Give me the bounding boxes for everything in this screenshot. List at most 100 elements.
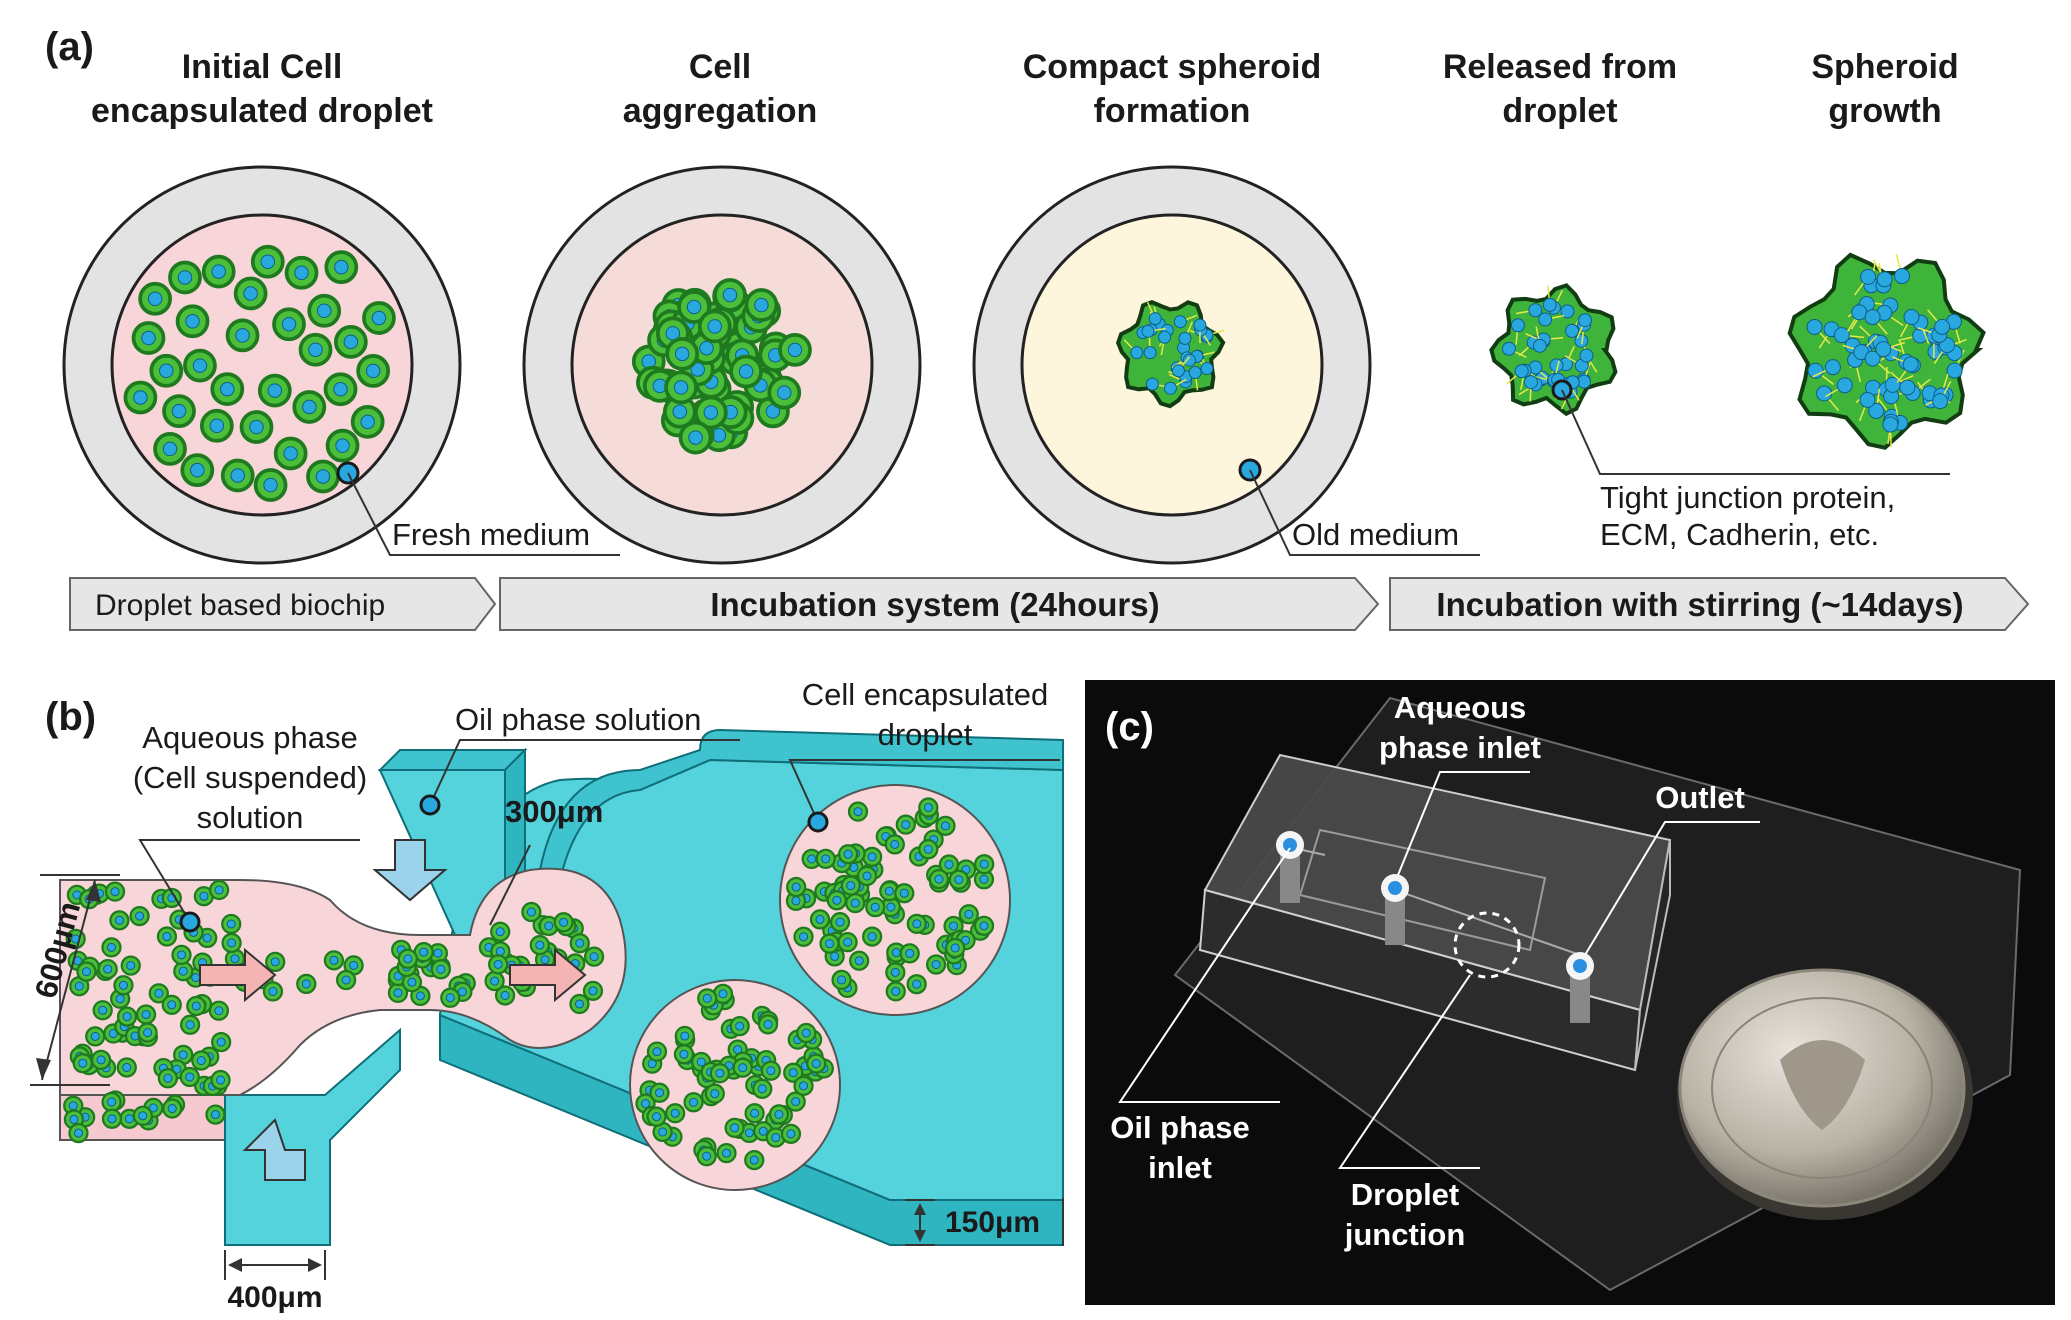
cell-nucleus: [1833, 327, 1850, 344]
cell-nucleus: [1946, 362, 1963, 379]
cell-nucleus: [696, 1057, 706, 1067]
cell-nucleus: [214, 885, 224, 895]
cell-nucleus: [267, 383, 283, 398]
cell-nucleus: [670, 1108, 680, 1118]
dim-depth: 150μm: [905, 1198, 1064, 1246]
cell-nucleus: [544, 921, 554, 931]
cell-nucleus: [763, 1019, 773, 1029]
dim-neck-label: 300μm: [505, 794, 603, 829]
cell-nucleus: [360, 414, 375, 430]
cell-nucleus: [176, 950, 187, 960]
cell-nucleus: [1868, 402, 1885, 419]
cell-nucleus: [750, 1108, 760, 1118]
fresh-medium-label: Fresh medium: [392, 517, 590, 552]
cell-nucleus: [798, 932, 809, 942]
cell-nucleus: [758, 1126, 768, 1136]
cell-nucleus: [821, 854, 831, 864]
released-spheroid: [1489, 283, 1618, 417]
cell-nucleus: [824, 939, 835, 949]
cell-nucleus: [787, 342, 803, 358]
stage-title-growth: Spheroid growth: [1811, 48, 1958, 130]
cell-nucleus: [281, 317, 297, 332]
process-arrow-biochip: Droplet based biochip: [69, 577, 497, 631]
cell-nucleus: [679, 1049, 689, 1059]
cell-nucleus: [177, 270, 193, 285]
cell-nucleus: [754, 297, 769, 313]
microchannel-chip: [59, 728, 1064, 1246]
cell-nucleus: [710, 1089, 720, 1099]
cell-nucleus: [335, 438, 350, 453]
cell-nucleus: [651, 1112, 662, 1122]
cell-nucleus: [1578, 313, 1593, 328]
cell-nucleus: [815, 914, 825, 924]
cell-nucleus: [226, 919, 236, 929]
cell-nucleus: [141, 330, 156, 346]
stage-title-compact: Compact spheroid formation: [1023, 48, 1321, 130]
cell-nucleus: [191, 1001, 201, 1011]
oil-phase-label: Oil phase solution: [455, 702, 701, 737]
cell-nucleus: [899, 888, 909, 898]
stage-title-released-line2: droplet: [1502, 92, 1617, 130]
cell-nucleus: [333, 381, 348, 397]
cell-nucleus: [535, 940, 545, 950]
cell-nucleus: [798, 1081, 809, 1091]
cell-nucleus: [979, 921, 989, 931]
droplet-callout: Cell encapsulated droplet: [788, 677, 1060, 833]
cell-nucleus: [1193, 318, 1207, 332]
cell-nucleus: [96, 1055, 106, 1065]
cell-nucleus: [964, 909, 974, 919]
cell-nucleus: [114, 915, 124, 925]
cell-nucleus: [90, 1031, 100, 1041]
cell-nucleus: [1864, 309, 1881, 326]
cell-nucleus: [185, 1020, 195, 1030]
cell-nucleus: [1851, 304, 1868, 321]
cell-nucleus: [923, 802, 933, 813]
cell-nucleus: [949, 921, 959, 931]
cell-nucleus: [589, 952, 599, 962]
cell-nucleus: [243, 286, 258, 301]
oil-flow-arrow-down: [372, 839, 448, 902]
cell-nucleus: [135, 911, 145, 921]
cell-nucleus: [1864, 350, 1881, 367]
cell-nucleus: [905, 948, 915, 958]
cell-nucleus: [171, 403, 187, 419]
tight-junction-line2: ECM, Cadherin, etc.: [1600, 517, 1879, 552]
cell-nucleus: [294, 265, 309, 281]
cell-nucleus: [349, 960, 359, 970]
old-medium-label: Old medium: [1292, 517, 1459, 552]
cell-nucleus: [495, 927, 505, 937]
cell-nucleus: [673, 380, 689, 395]
stage-title-growth-line2: growth: [1828, 92, 1941, 130]
cell-nucleus: [788, 1068, 798, 1078]
cell-nucleus: [721, 1148, 732, 1158]
cell-nucleus: [334, 259, 349, 275]
cell-nucleus: [1130, 346, 1144, 360]
cell-nucleus: [801, 1028, 811, 1038]
cell-nucleus: [1183, 353, 1197, 367]
cell-nucleus: [1523, 375, 1538, 390]
cell-nucleus: [371, 310, 387, 326]
tight-junction-line1: Tight junction protein,: [1600, 480, 1895, 515]
cell-nucleus: [162, 441, 178, 457]
cell-nucleus: [210, 1110, 221, 1120]
cell-nucleus: [979, 874, 989, 884]
cell-nucleus: [495, 946, 505, 956]
callout-old-medium: Old medium: [1249, 469, 1480, 556]
cell-nucleus: [1510, 318, 1525, 333]
cell-nucleus: [227, 938, 237, 948]
cell-nucleus: [559, 917, 569, 927]
initial-cells: [123, 244, 396, 502]
cell-nucleus: [301, 979, 311, 989]
cell-nucleus: [341, 975, 351, 985]
cell-nucleus: [791, 1097, 801, 1107]
aqueous-inlet-line1: Aqueous: [1394, 690, 1527, 725]
cell-nucleus: [690, 362, 705, 377]
aqueous-inlet-callout: Aqueous phase inlet: [1379, 690, 1541, 876]
cell-nucleus: [891, 986, 901, 996]
outlet-label: Outlet: [1655, 780, 1745, 815]
cell-nucleus: [403, 954, 413, 964]
cell-nucleus: [260, 254, 276, 269]
cell-nucleus: [766, 1066, 776, 1076]
cell-nucleus: [738, 1063, 748, 1073]
port-outlet: [1566, 952, 1594, 1023]
